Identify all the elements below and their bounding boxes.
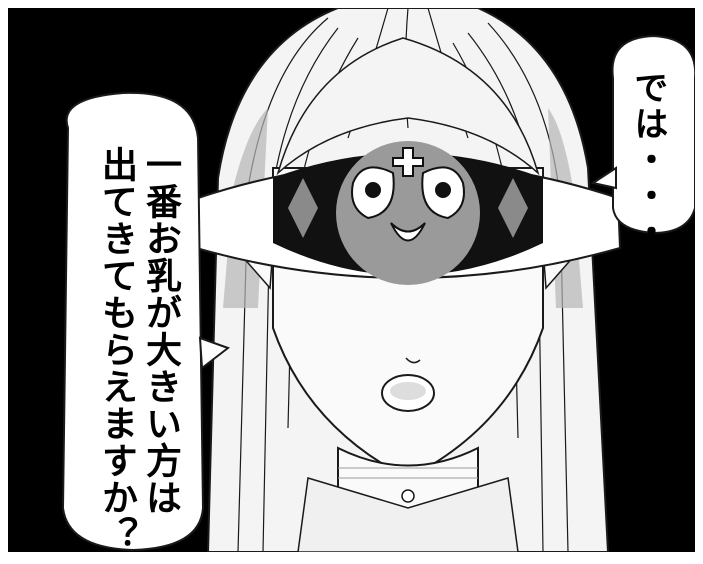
speech-bubble-right: [611, 34, 695, 235]
comic-panel: 一番お乳が大きい方は 出てきてもらえますか？ では・・・・: [8, 8, 695, 552]
collar-stitches: [338, 467, 478, 479]
speech-bubble-right-text: では・・・・: [628, 70, 668, 286]
hair-bangs: [276, 37, 540, 176]
collar: [297, 477, 519, 552]
speech-line: では・・・・: [628, 70, 668, 286]
speech-bubble-right-tail: [590, 166, 617, 190]
speech-line: 出てきてもらえますか？: [96, 146, 137, 552]
diamond-icon: [288, 178, 528, 238]
character-illustration: [8, 8, 695, 552]
collar-button: [401, 489, 415, 503]
nose: [405, 357, 421, 364]
speech-bubble-left: [61, 91, 205, 552]
speech-bubble-left-text: 一番お乳が大きい方は 出てきてもらえますか？: [94, 146, 182, 552]
speech-line: 一番お乳が大きい方は: [140, 146, 181, 516]
speech-bubble-left-tail: [198, 336, 231, 370]
owl-face-icon: [351, 147, 465, 242]
